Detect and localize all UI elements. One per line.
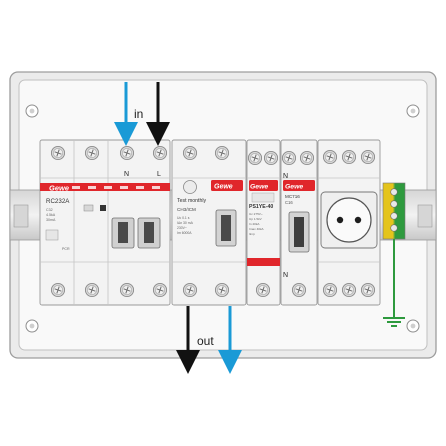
rcd-test-label: Test monthly <box>177 198 207 204</box>
ground-symbol-icon <box>383 317 405 327</box>
mounting-hole-icon <box>406 319 420 333</box>
rcd-spec: Uc 0.1 s <box>177 216 190 220</box>
mcb-toggle-switch[interactable] <box>294 217 304 247</box>
terminal-screw-icon <box>84 145 100 161</box>
terminal-screw-icon <box>341 282 357 298</box>
terminal-screw-icon <box>291 282 307 298</box>
earth-terminal-block <box>382 182 406 240</box>
terminal-label-n: N <box>124 171 129 178</box>
socket-module <box>317 139 381 306</box>
terminal-screw-icon <box>341 149 357 165</box>
spd-spec: Iimp <box>249 232 255 236</box>
terminal-screw-icon <box>182 282 198 298</box>
terminal-label-n: N <box>283 272 288 279</box>
rcbo-spec: C32 <box>46 208 53 212</box>
rcbo-brand: Gewe <box>49 184 69 193</box>
mcb-model: MC716 <box>285 194 300 199</box>
spd-spec: Up 1.5kV <box>249 217 263 221</box>
output-label: out <box>197 334 214 348</box>
mcb-module: Gewe MC716 C16 <box>280 139 318 306</box>
spd-model: PS1YE-40 <box>249 204 273 210</box>
spd-brand: Gewe <box>250 183 268 190</box>
spd-status-stripe <box>247 258 280 266</box>
spd-module: Gewe PS1YE-40 Uc 275V~ Up 1.5kV In 20kA … <box>246 139 281 306</box>
mounting-hole-icon <box>25 104 39 118</box>
terminal-screw-icon <box>281 150 297 166</box>
terminal-screw-icon <box>182 145 198 161</box>
terminal-screw-icon <box>214 145 230 161</box>
mounting-hole-icon <box>25 319 39 333</box>
test-button[interactable] <box>83 204 94 212</box>
rcbo-toggle-switch[interactable] <box>118 222 128 243</box>
terminal-screw-icon <box>263 150 279 166</box>
rcd-module: Test monthly CH3/ICM Uc 0.1 s IΔn 30 mA … <box>171 139 247 306</box>
terminal-screw-icon <box>119 282 135 298</box>
terminal-screw-icon <box>360 149 376 165</box>
cable-gland <box>13 204 29 228</box>
rcbo-model: RC232A <box>46 198 70 205</box>
cable-gland <box>417 204 433 228</box>
mcb-rating: C16 <box>285 200 293 205</box>
terminal-screw-icon <box>247 150 263 166</box>
terminal-screw-icon <box>152 282 168 298</box>
terminal-screw-icon <box>119 145 135 161</box>
rcbo-spec: 4.5kA <box>46 213 56 217</box>
terminal-label-l: L <box>157 171 161 178</box>
terminal-screw-icon <box>214 282 230 298</box>
terminal-screw-icon <box>360 282 376 298</box>
terminal-screw-icon <box>255 282 271 298</box>
terminal-screw-icon <box>50 282 66 298</box>
terminal-screw-icon <box>84 282 100 298</box>
rcbo-toggle-switch[interactable] <box>144 222 154 243</box>
input-label: in <box>134 107 143 121</box>
terminal-screw-icon <box>322 149 338 165</box>
rcbo-spec: 30mA <box>46 218 56 222</box>
terminal-screw-icon <box>299 150 315 166</box>
spd-spec: Uc 275V~ <box>249 212 263 216</box>
terminal-screw-icon <box>152 145 168 161</box>
rcd-model: CH3/ICM <box>177 207 196 212</box>
indicator-icon <box>100 205 106 211</box>
spd-spec: Imax 40kA <box>249 227 265 231</box>
rcd-spec: Im 6000A <box>177 231 192 235</box>
power-socket-icon <box>326 197 372 243</box>
rcd-toggle-switch[interactable] <box>221 215 231 241</box>
rcd-spec: IΔn 30 mA <box>177 221 194 225</box>
spd-spec: In 20kA <box>249 222 260 226</box>
mcb-brand: Gewe <box>285 183 303 190</box>
rcbo-module: Gewe RC232A C32 4.5kA 30mA PCR N L <box>39 139 171 306</box>
mounting-hole-icon <box>406 104 420 118</box>
rcbo-rating: PCR <box>62 247 70 251</box>
rcd-brand: Gewe <box>214 184 233 191</box>
terminal-label-n: N <box>283 173 288 180</box>
rcd-spec: 230V~ <box>177 226 187 230</box>
test-button[interactable] <box>183 180 197 194</box>
terminal-screw-icon <box>50 145 66 161</box>
terminal-screw-icon <box>322 282 338 298</box>
